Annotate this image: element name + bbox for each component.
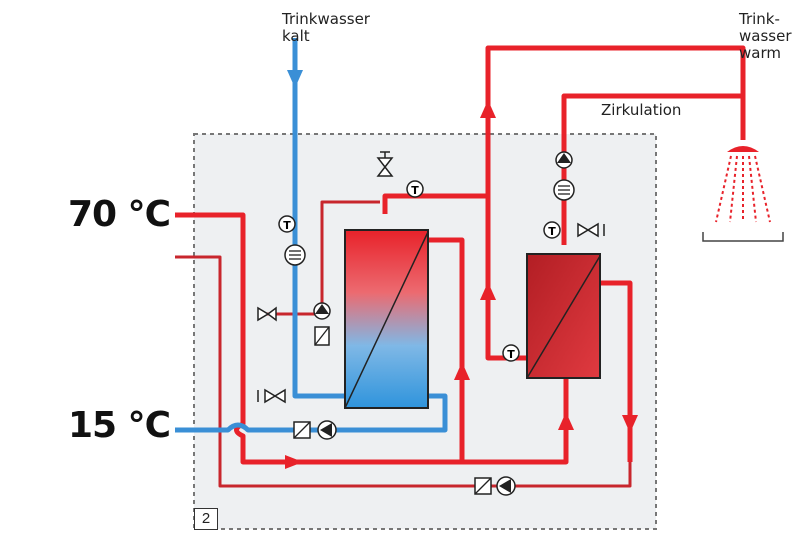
valve-icon xyxy=(577,222,605,238)
flow-meter-icon xyxy=(553,179,575,201)
flow-arrow-icon xyxy=(622,415,638,433)
flow-arrow-icon xyxy=(454,362,470,380)
heat-exchanger xyxy=(526,253,601,379)
pump-icon xyxy=(313,302,331,320)
thermometer-icon: T xyxy=(502,344,520,362)
pump-icon xyxy=(317,420,337,440)
flow-meter-icon xyxy=(284,244,306,266)
thermometer-icon: T xyxy=(278,215,296,233)
thermometer-icon: T xyxy=(543,221,561,239)
valve-icon xyxy=(257,388,286,404)
cold-temperature-label: 15 °C xyxy=(68,405,171,446)
circulation-label: Zirkulation xyxy=(601,101,682,119)
pump-icon xyxy=(496,476,516,496)
svg-text:T: T xyxy=(283,219,291,232)
pump-icon xyxy=(555,151,573,169)
valve-icon xyxy=(257,306,277,322)
flow-arrow-icon xyxy=(480,282,496,300)
flow-arrow-icon xyxy=(480,100,496,118)
flow-arrows xyxy=(285,70,638,469)
svg-text:T: T xyxy=(507,348,515,361)
svg-text:T: T xyxy=(411,184,419,197)
check-valve-icon xyxy=(474,477,492,495)
hot-temperature-label: 70 °C xyxy=(68,194,171,235)
flow-arrow-icon xyxy=(287,70,303,88)
thermometer-icon: T xyxy=(406,180,424,198)
box-number: 2 xyxy=(194,508,218,530)
shower-icon xyxy=(702,146,784,242)
svg-text:T: T xyxy=(548,225,556,238)
cold-water-label: Trinkwasser kalt xyxy=(282,10,370,45)
valve-icon xyxy=(376,151,394,177)
storage-tank xyxy=(344,229,429,409)
flow-arrow-icon xyxy=(285,455,303,469)
warm-water-label: Trink- wasser warm xyxy=(739,10,792,62)
check-valve-icon xyxy=(314,326,330,346)
check-valve-icon xyxy=(293,421,311,439)
flow-arrow-icon xyxy=(558,412,574,430)
cold-pipes xyxy=(175,38,448,433)
